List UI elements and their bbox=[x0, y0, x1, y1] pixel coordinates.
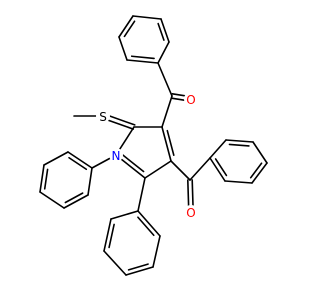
bond-b6-b1-b bbox=[214, 158, 228, 177]
bond-q6-q1-a bbox=[137, 210, 161, 237]
bond-b2-b3-b bbox=[228, 143, 250, 147]
bond-q2-q3-b bbox=[108, 223, 115, 249]
bond-b2-b3-a bbox=[225, 139, 254, 143]
bond-a3-a4-b bbox=[123, 20, 136, 38]
bond-a6-a1 bbox=[157, 41, 170, 64]
bond-C2-N1-b bbox=[121, 154, 145, 173]
atom-label-nitrogen: N bbox=[112, 149, 121, 163]
bond-C2-q1 bbox=[137, 177, 146, 212]
bond-b5-b6 bbox=[224, 180, 253, 184]
atom-oxygen-mid: O bbox=[184, 205, 198, 220]
bond-p4-p5 bbox=[39, 191, 65, 209]
bond-p2-p3 bbox=[43, 151, 69, 166]
bond-a1-a2-a bbox=[126, 59, 159, 64]
bond-p1-p2-a bbox=[67, 151, 93, 169]
bond-C3-C2 bbox=[144, 160, 172, 179]
bond-q3-q4 bbox=[103, 250, 127, 276]
bond-a3-a4-a bbox=[118, 15, 134, 38]
atom-sulfur: S bbox=[96, 109, 110, 124]
bond-p1-p2-b bbox=[68, 156, 88, 171]
bond-q1-q2 bbox=[110, 210, 139, 220]
bond-layer bbox=[39, 15, 268, 276]
bond-a2-a3 bbox=[118, 36, 128, 61]
atom-label-sulfur: S bbox=[99, 110, 107, 124]
bond-Ck1-a1 bbox=[157, 62, 173, 97]
bond-C4-C3-a bbox=[161, 126, 172, 162]
bond-q6-q1-b bbox=[137, 216, 155, 237]
bond-b6-b1-a bbox=[209, 157, 226, 182]
bond-q4-q5-b bbox=[127, 263, 149, 271]
bond-C3-Ck2 bbox=[170, 160, 191, 181]
bond-q2-q3-a bbox=[103, 218, 112, 252]
bond-b4-b5-b bbox=[249, 162, 263, 179]
bond-a4-a5 bbox=[132, 15, 162, 20]
bond-b1-b2 bbox=[209, 139, 227, 159]
bond-C4-C3-b bbox=[166, 129, 175, 156]
atom-label-layer: S N O O bbox=[96, 92, 198, 220]
bond-a5-a6-b bbox=[157, 22, 165, 41]
bond-b3-b4 bbox=[252, 141, 268, 164]
bond-a5-a6-a bbox=[160, 18, 170, 43]
bond-C4-Ck1 bbox=[161, 95, 173, 128]
bond-p6-p1 bbox=[87, 167, 93, 196]
bond-Ck2-b1 bbox=[189, 157, 211, 181]
atom-label-oxygen-mid: O bbox=[186, 206, 195, 220]
molecule-structure: S N O O bbox=[39, 15, 268, 276]
atom-nitrogen: N bbox=[109, 148, 123, 163]
atom-label-oxygen-top: O bbox=[186, 93, 195, 107]
bond-q4-q5-a bbox=[125, 266, 154, 276]
bond-a1-a2-b bbox=[130, 55, 155, 60]
bond-p3-p4-a bbox=[39, 164, 45, 193]
bond-p5-p6-a bbox=[63, 194, 89, 209]
bond-p3-p4-b bbox=[43, 168, 49, 190]
atom-oxygen-top: O bbox=[184, 92, 198, 107]
bond-b4-b5-a bbox=[251, 162, 268, 184]
bond-q5-q6 bbox=[152, 235, 161, 268]
bond-p5-p6-b bbox=[64, 192, 84, 204]
